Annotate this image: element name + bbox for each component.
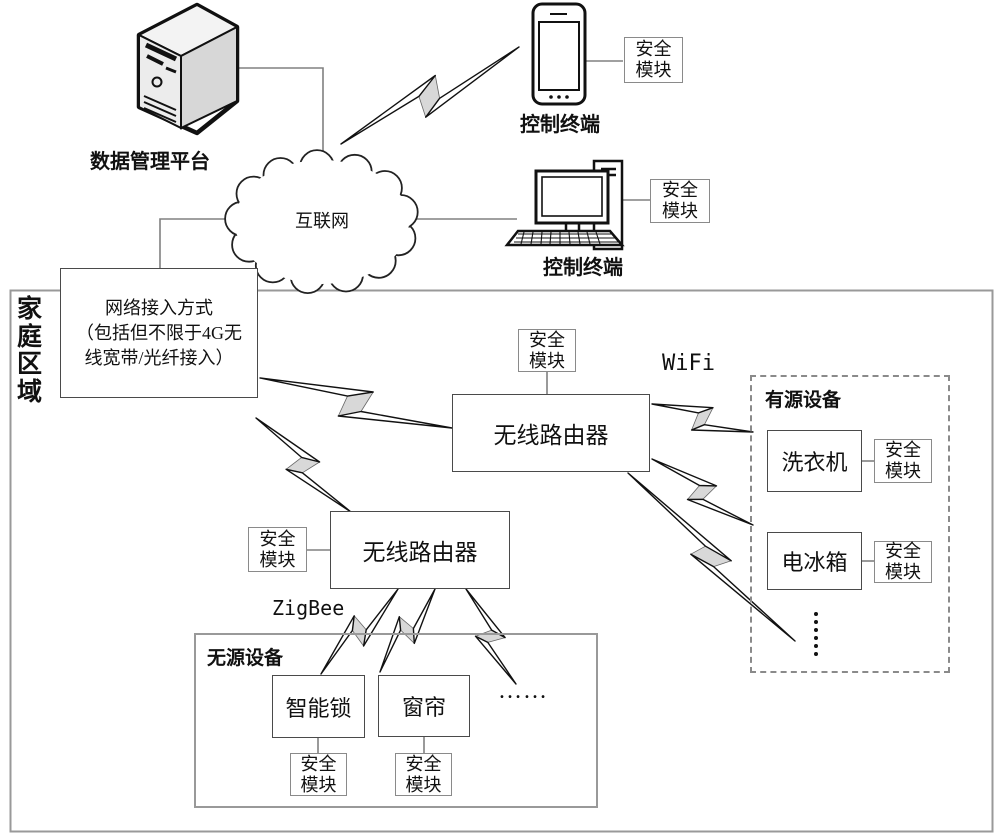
- lightning-bolt-part: [687, 485, 717, 500]
- security-module-line2: 模块: [635, 60, 672, 80]
- home-region-label: 家庭区域: [16, 296, 42, 406]
- lightning-bolt-part: [690, 424, 754, 433]
- security-module-line2: 模块: [405, 774, 442, 795]
- device-refrigerator: 电冰箱: [767, 532, 862, 590]
- security-module-curtain: 安全 模块: [395, 753, 452, 796]
- lightning-bolt-part: [255, 417, 321, 463]
- security-module-line1: 安全: [635, 39, 672, 59]
- wireless-router-zigbee: 无线路由器: [330, 511, 510, 589]
- passive-devices-group: [194, 633, 598, 808]
- security-module-router-zigbee: 安全 模块: [248, 527, 307, 572]
- security-module-router-main: 安全 模块: [518, 329, 576, 372]
- wifi-link-label: WiFi: [662, 351, 715, 376]
- security-module-line2: 模块: [885, 562, 921, 582]
- security-module-line1: 安全: [405, 753, 442, 774]
- lightning-bolt-part: [425, 46, 520, 118]
- internet-cloud-label: 互联网: [295, 211, 349, 231]
- network-access-line3: 线宽带/光纤接入）: [84, 347, 234, 368]
- lightning-bolt-part: [686, 498, 754, 526]
- security-module-line2: 模块: [662, 201, 698, 221]
- horizontal-ellipsis: ……: [498, 678, 548, 704]
- network-access-line1: 网络接入方式: [105, 297, 213, 318]
- phone-terminal-label: 控制终端: [520, 114, 600, 136]
- lightning-bolt-part: [259, 377, 374, 397]
- device-curtain: 窗帘: [378, 675, 470, 737]
- lightning-bolt-part: [651, 458, 718, 487]
- security-module-line1: 安全: [885, 440, 921, 460]
- security-module-line2: 模块: [529, 350, 565, 371]
- cloud-body: [235, 160, 409, 284]
- lightning-bolt-part: [285, 468, 352, 513]
- lightning-bolt-part: [379, 616, 402, 673]
- server-label: 数据管理平台: [90, 151, 210, 173]
- wireless-link-bolts: [255, 46, 796, 685]
- security-module-line1: 安全: [300, 753, 337, 774]
- vertical-ellipsis-icon: [814, 612, 818, 656]
- security-module-line1: 安全: [662, 180, 698, 200]
- lightning-bolt-part: [340, 74, 436, 145]
- device-washing-machine: 洗衣机: [767, 430, 862, 492]
- security-module-washer: 安全 模块: [874, 439, 932, 483]
- lightning-bolt-part: [627, 472, 732, 562]
- connector-lines: [159, 60, 874, 753]
- network-access-line2: （包括但不限于4G无: [76, 322, 242, 343]
- security-module-line1: 安全: [259, 528, 296, 549]
- security-module-line2: 模块: [259, 549, 296, 570]
- device-smart-lock: 智能锁: [272, 675, 365, 738]
- lightning-bolt-part: [465, 588, 506, 639]
- lightning-bolt-part: [320, 615, 355, 675]
- network-access-box: 网络接入方式 （包括但不限于4G无 线宽带/光纤接入）: [60, 268, 258, 398]
- internet-cloud-icon: [224, 149, 419, 295]
- lightning-bolt-part: [337, 410, 453, 429]
- server-icon: [136, 2, 240, 136]
- security-module-line1: 安全: [885, 541, 921, 561]
- lightning-bolt-part: [362, 588, 399, 647]
- wireless-router-main: 无线路由器: [452, 394, 650, 472]
- lightning-bolt-part: [690, 553, 796, 642]
- security-module-line2: 模块: [885, 461, 921, 481]
- active-devices-group: [750, 375, 950, 673]
- passive-devices-title: 无源设备: [207, 648, 284, 669]
- security-module-pc: 安全 模块: [650, 179, 710, 223]
- smartphone-icon: [531, 2, 587, 106]
- security-module-smart-lock: 安全 模块: [290, 753, 347, 796]
- security-module-fridge: 安全 模块: [874, 541, 932, 583]
- lightning-bolt-part: [412, 588, 436, 645]
- pc-terminal-label: 控制终端: [543, 257, 623, 279]
- lightning-bolt-part: [651, 403, 714, 414]
- security-module-phone: 安全 模块: [624, 37, 683, 83]
- security-module-line2: 模块: [300, 774, 337, 795]
- security-module-line1: 安全: [529, 329, 565, 350]
- home-region-border: [9, 289, 994, 833]
- lightning-bolt-part: [474, 635, 517, 685]
- active-devices-title: 有源设备: [765, 390, 842, 411]
- zigbee-link-label: ZigBee: [272, 596, 345, 620]
- desktop-computer-icon: [504, 159, 625, 251]
